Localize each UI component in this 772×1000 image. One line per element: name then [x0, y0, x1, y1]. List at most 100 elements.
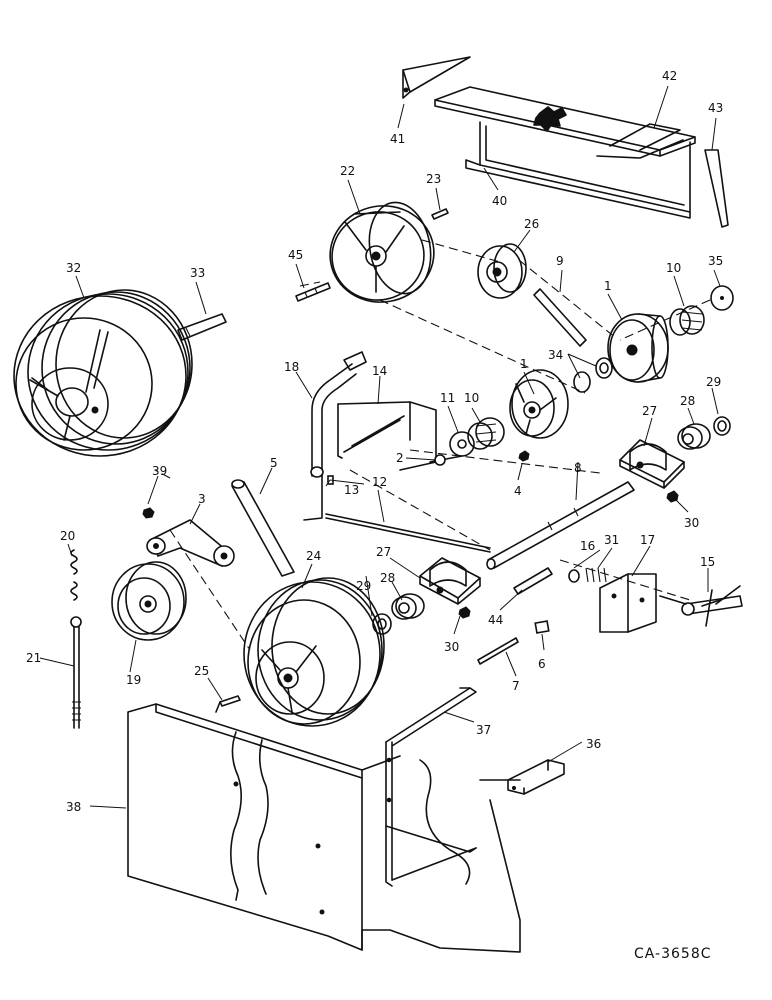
bracket-37: [385, 687, 477, 887]
callout-16: 16: [580, 539, 595, 553]
handle-15: [659, 585, 743, 627]
callout-33: 33: [190, 266, 205, 280]
housing-27-right: [619, 439, 685, 489]
callout-41: 41: [390, 132, 405, 146]
callout-31: 31: [604, 533, 619, 547]
callout-12: 12: [372, 475, 387, 489]
bracket-41: [402, 56, 471, 99]
callout-8: 8: [574, 461, 582, 475]
callout-32: 32: [66, 261, 81, 275]
drawing-code-block: CA-3658C: [634, 946, 712, 962]
callout-2: 2: [396, 451, 404, 465]
callout-1-right: 1: [604, 279, 612, 293]
brace-43: [704, 149, 729, 228]
shaft-8: [486, 481, 635, 570]
callout-28-lower: 28: [380, 571, 395, 585]
shear-pin-33: [177, 313, 227, 341]
collar-29-right: [713, 416, 731, 436]
callout-44: 44: [488, 613, 503, 627]
callout-13-label: 13: [344, 483, 359, 497]
spring-10-left: [467, 417, 505, 450]
bracket-14: [303, 401, 463, 521]
callout-40: 40: [492, 194, 507, 208]
callout-42: 42: [662, 69, 677, 83]
callout-30-right: 30: [684, 516, 699, 530]
callout-38: 38: [66, 800, 81, 814]
callout-23: 23: [426, 172, 441, 186]
callout-37: 37: [476, 723, 491, 737]
callout-28-right: 28: [680, 394, 695, 408]
callout-10-left: 10: [464, 391, 479, 405]
pulley-22: [329, 201, 435, 303]
callout-27-lower: 27: [376, 545, 391, 559]
callout-35: 35: [708, 254, 723, 268]
shaft-9: [533, 288, 587, 347]
pulley-24: [243, 577, 385, 727]
callout-36: 36: [586, 737, 601, 751]
nut-30-lower: [458, 606, 471, 619]
callout-17: 17: [640, 533, 655, 547]
callout-labels: 41 42 43 40 22 23 26 9 1 10 35 45 33 32 …: [26, 69, 723, 814]
callout-3: 3: [198, 492, 206, 506]
callout-45: 45: [288, 248, 303, 262]
belt-5: [231, 479, 295, 577]
callout-18: 18: [284, 360, 299, 374]
rod-12: [325, 513, 491, 553]
spring-10-right: [669, 305, 705, 336]
bracket-36: [507, 759, 565, 795]
callout-25: 25: [194, 664, 209, 678]
callout-22: 22: [340, 164, 355, 178]
bearings-34: [573, 357, 613, 393]
bolt-2: [434, 454, 446, 466]
callout-27-right: 27: [642, 404, 657, 418]
leader-12: [377, 489, 385, 523]
callout-26: 26: [524, 217, 539, 231]
key-25: [215, 695, 241, 713]
leader-lines: [39, 85, 721, 809]
washer-35: [710, 285, 734, 311]
bearing-28-right: [677, 423, 711, 450]
callout-5: 5: [270, 456, 278, 470]
pin-7: [477, 637, 519, 665]
callout-29-right: 29: [706, 375, 721, 389]
arm-3: [146, 519, 235, 567]
arm-18: [310, 351, 367, 478]
key-23: [431, 208, 449, 220]
nut-39: [142, 507, 155, 519]
spring-20: [70, 549, 78, 601]
callout-6: 6: [538, 657, 546, 671]
callout-15: 15: [700, 555, 715, 569]
washer-11: [449, 431, 475, 457]
callout-19: 19: [126, 673, 141, 687]
callout-43: 43: [708, 101, 723, 115]
callout-34: 34: [548, 348, 563, 362]
housing-27-lower: [419, 557, 481, 605]
callout-10-right: 10: [666, 261, 681, 275]
callout-29-lower: 29: [356, 579, 371, 593]
nut-30-right: [666, 490, 679, 503]
idler-26: [477, 243, 527, 299]
bearing-28-lower: [391, 593, 425, 620]
callout-39: 39: [152, 464, 167, 478]
callout-30-lower: 30: [444, 640, 459, 654]
plate-17: [599, 573, 657, 633]
callout-20: 20: [60, 529, 75, 543]
nut-4: [518, 450, 530, 462]
washer-16: [568, 569, 580, 583]
nut-6: [534, 620, 550, 634]
callout-1-left: 1: [520, 357, 528, 371]
callout-21: 21: [26, 651, 41, 665]
sheave-1-right: [607, 313, 669, 383]
callout-9: 9: [556, 254, 564, 268]
shield-38: [127, 703, 521, 953]
callout-4: 4: [514, 484, 522, 498]
drawing-code: CA-3658C: [634, 946, 712, 962]
bracket-42-40: [434, 86, 696, 219]
callout-7: 7: [512, 679, 520, 693]
pulley-32: [13, 289, 193, 457]
callout-11: 11: [440, 391, 455, 405]
spring-31: [585, 567, 607, 583]
callout-24: 24: [306, 549, 321, 563]
callout-14: 14: [372, 364, 387, 378]
